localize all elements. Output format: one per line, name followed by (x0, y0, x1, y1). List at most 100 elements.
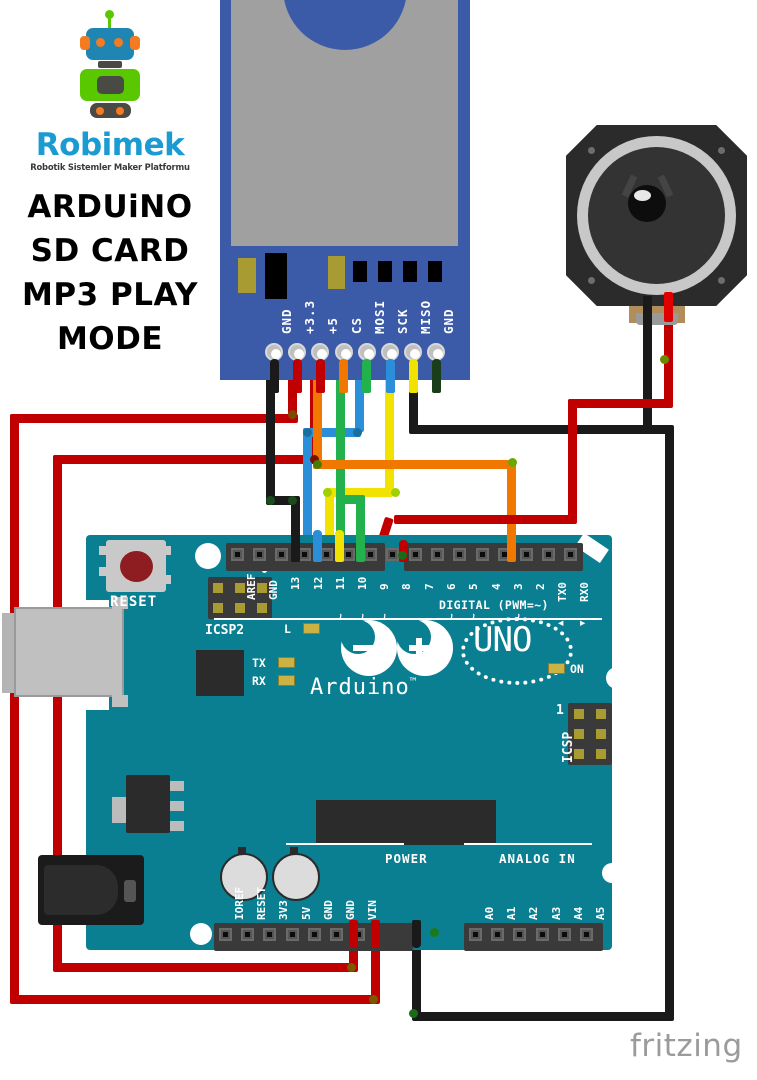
regulator-lead (170, 821, 184, 831)
sd-pin-wire-lead (431, 359, 441, 393)
reset-tab (162, 546, 171, 555)
wire-miso-seg-v1 (385, 368, 394, 494)
digital-group-label: DIGITAL (PWM=~) (439, 598, 549, 612)
icsp-pad (574, 729, 584, 739)
sd-pin-label-5: +5 (325, 316, 341, 334)
reset-button-cap (120, 551, 153, 582)
digital-socket-5[interactable] (453, 548, 467, 561)
digital-socket-rx0[interactable] (564, 548, 578, 561)
analog-socket-a0[interactable] (469, 928, 482, 941)
digital-socket-9[interactable] (364, 548, 378, 561)
regulator-lead (170, 781, 184, 791)
power-label-gnd: GND (344, 900, 357, 920)
power-socket-gnd[interactable] (307, 928, 321, 941)
speaker[interactable] (566, 125, 747, 325)
electrolytic-capacitor (272, 853, 320, 901)
reset-button[interactable] (106, 540, 166, 592)
power-socket-ioref[interactable] (219, 928, 232, 941)
wire-junction (409, 1009, 418, 1018)
digital-socket-6[interactable] (431, 548, 445, 561)
sd-pin-socket[interactable] (265, 343, 283, 361)
power-label-ioref: IOREF (233, 886, 246, 920)
analog-header[interactable] (464, 923, 603, 951)
digital-socket-12[interactable] (297, 548, 311, 561)
wire-junction-gnd-power (430, 928, 439, 937)
wire-tip-d12 (335, 530, 344, 562)
analog-socket-a1[interactable] (491, 928, 505, 941)
digital-label-11: 11 (333, 576, 347, 590)
capacitor-nub (290, 847, 298, 854)
usb-b-connector[interactable] (14, 607, 124, 697)
power-socket-3v3[interactable] (263, 928, 277, 941)
pwm-marker-6: ~ (445, 613, 459, 620)
icsp2-pad (235, 603, 245, 613)
digital-label-12: 12 (311, 576, 325, 590)
wire-3v3-seg-v3 (371, 935, 380, 1003)
wire-miso-seg-v2 (325, 488, 334, 563)
digital-socket-10[interactable] (342, 548, 355, 561)
wire-junction (310, 455, 319, 464)
wire-cs-seg-v1 (313, 368, 322, 468)
pwm-marker-9: ~ (378, 613, 392, 620)
digital-socket-7[interactable] (409, 548, 422, 561)
analog-socket-a3[interactable] (535, 928, 549, 941)
title-block: Robimek Robotik Sistemler Maker Platform… (10, 10, 210, 361)
title-line-3: MP3 PLAY (22, 277, 198, 314)
icsp2-pad (257, 583, 267, 593)
atmega328p-chip (316, 800, 496, 845)
power-label-vin: VIN (366, 900, 380, 920)
pwm-marker-11: ~ (333, 613, 347, 620)
wire-junction (353, 428, 362, 437)
sd-pin-wire-lead (385, 359, 395, 393)
digital-label-13: 13 (289, 576, 303, 590)
sd-pin-wire-lead (269, 359, 279, 393)
digital-socket-gnd[interactable] (253, 548, 267, 561)
wire-tip-d13 (313, 530, 322, 562)
digital-socket-13[interactable] (275, 548, 289, 561)
wire-mosi-seg-v2 (356, 495, 365, 563)
sd-component-black-4 (403, 261, 417, 282)
wire-5v-seg-v2 (53, 455, 62, 965)
analog-label-a0: A0 (483, 906, 496, 920)
digital-label-aref: AREF (245, 573, 258, 601)
analog-socket-a5[interactable] (580, 928, 593, 941)
wire-tip-3v3 (371, 920, 380, 948)
power-barrel-jack[interactable] (38, 855, 144, 925)
digital-socket-4[interactable] (475, 548, 489, 561)
digital-label-tx0: TX0 (556, 582, 570, 602)
title-line-2: SD CARD (30, 233, 190, 270)
reset-tab (162, 575, 171, 584)
analog-label-a2: A2 (527, 906, 541, 920)
digital-label-9: 9 (378, 583, 392, 590)
power-socket-reset[interactable] (241, 928, 255, 941)
sd-pin-socket[interactable] (381, 343, 399, 361)
led-tx-label: TX (252, 656, 266, 670)
wire-3v3-seg-h2 (10, 995, 380, 1004)
analog-label-a3: A3 (549, 906, 563, 920)
digital-socket-aref[interactable] (231, 548, 244, 561)
led-on-label: ON (570, 662, 584, 676)
digital-socket-tx0[interactable] (542, 548, 556, 561)
power-group-line (286, 843, 404, 845)
wire-cs-seg-h1 (313, 460, 515, 469)
wire-junction (303, 428, 312, 437)
sd-pin-label-cs: CS (348, 316, 364, 334)
power-socket-5v[interactable] (285, 928, 299, 941)
arduino-uno-board[interactable]: RESET ICSP2 ICSP 1 (2, 533, 628, 951)
brand-tagline: Robotik Sistemler Maker Platformu (30, 162, 190, 172)
regulator-pad (112, 797, 130, 823)
sd-pin-socket[interactable] (357, 343, 376, 361)
speaker-screw (588, 277, 595, 284)
mounting-hole (190, 923, 212, 945)
icsp-pin1-label: 1 (556, 703, 564, 718)
analog-socket-a4[interactable] (557, 928, 571, 941)
usb-tab-bottom (112, 695, 128, 707)
power-socket-gnd[interactable] (330, 928, 343, 941)
wire-gnd1-seg-h1 (266, 496, 296, 505)
wire-5v-seg-h2 (53, 963, 358, 972)
analog-socket-a2[interactable] (513, 928, 527, 941)
icsp-label: ICSP (561, 731, 576, 763)
digital-socket-2[interactable] (520, 548, 533, 561)
